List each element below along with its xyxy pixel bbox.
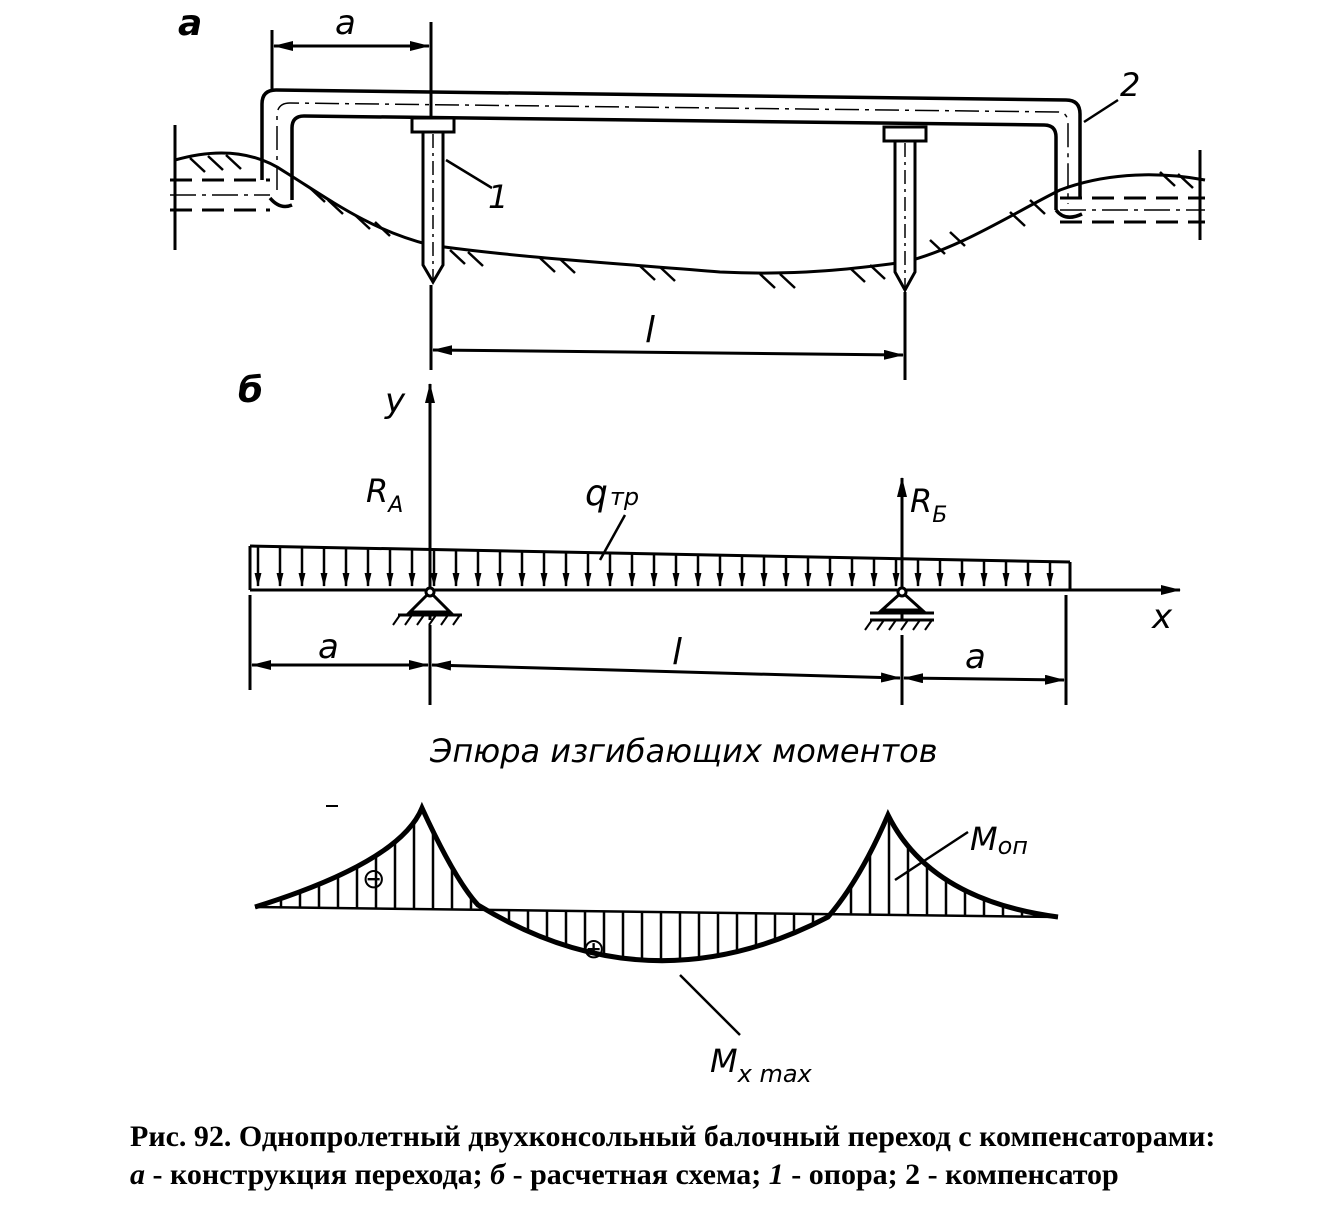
caption-line-1: Рис. 92. Однопролетный двухконсольный ба… xyxy=(130,1120,1216,1153)
dimension-a-top xyxy=(270,22,433,120)
section-ends xyxy=(173,125,1202,250)
beam-crossing-figure: а a xyxy=(170,3,1206,1088)
support-pin-a xyxy=(392,586,462,626)
support-moment-leader xyxy=(894,830,969,882)
leader-support xyxy=(445,158,493,190)
panel-label-b: б xyxy=(238,370,263,411)
dimension-middle-label: l xyxy=(672,632,682,673)
underground-pipe-left xyxy=(170,178,270,212)
sign-negative: ⊖ xyxy=(362,862,385,895)
part-a-construction: а a xyxy=(170,3,1206,380)
dimension-right-label: a xyxy=(965,637,986,677)
ground-hatch xyxy=(189,154,1194,289)
figure-caption: Рис. 92. Однопролетный двухконсольный ба… xyxy=(130,1118,1330,1194)
y-axis-label: y xyxy=(384,381,406,421)
load-label: qтр xyxy=(585,473,639,514)
reaction-a-label: RA xyxy=(366,472,403,518)
moment-diagram-title: Эпюра изгибающих моментов xyxy=(429,732,938,770)
moment-diagram: Эпюра изгибающих моментов ⊖ ⊕ Mоп Mx max xyxy=(254,732,1059,1088)
caption-text-b: - расчетная схема; xyxy=(505,1158,769,1191)
label-support-number: 1 xyxy=(488,178,508,216)
support-roller-b xyxy=(864,586,934,631)
part-b-design-scheme: б y RA RБ qтр x xyxy=(238,370,1181,705)
sign-positive: ⊕ xyxy=(582,932,605,965)
support-left xyxy=(410,116,456,285)
compensator-pipe xyxy=(260,88,1083,219)
dimension-span-label: l xyxy=(645,310,655,351)
max-moment-leader xyxy=(679,974,741,1036)
panel-label-a: а xyxy=(178,3,202,44)
support-moment-label: Mоп xyxy=(970,820,1028,860)
dimension-left-label: a xyxy=(318,627,339,667)
underground-pipe-right xyxy=(1060,196,1205,224)
distributed-load xyxy=(248,544,1072,590)
moment-curve xyxy=(254,801,1059,964)
label-compensator-number: 2 xyxy=(1120,66,1140,104)
leader-compensator xyxy=(1083,98,1119,124)
caption-key-1: 1 xyxy=(768,1158,784,1191)
dimension-a-top-label: a xyxy=(335,3,356,43)
dimension-row xyxy=(248,595,1068,705)
caption-key-b: б xyxy=(490,1158,506,1191)
ground-profile xyxy=(174,151,1206,275)
load-arrows xyxy=(254,546,1054,587)
support-right xyxy=(882,125,928,294)
caption-text-1: - опора; 2 - компенсатор xyxy=(783,1158,1119,1191)
x-axis-label: x xyxy=(1151,597,1173,637)
caption-key-a: а xyxy=(130,1158,145,1191)
caption-text-a: - конструкция перехода; xyxy=(145,1158,491,1191)
max-moment-label: Mx max xyxy=(710,1042,813,1088)
moment-hatch xyxy=(260,808,1043,961)
reaction-b-label: RБ xyxy=(910,482,947,528)
moment-baseline xyxy=(254,905,1059,919)
caption-line-2: а - конструкция перехода; б - расчетная … xyxy=(130,1156,1330,1194)
dimension-span xyxy=(429,285,907,380)
